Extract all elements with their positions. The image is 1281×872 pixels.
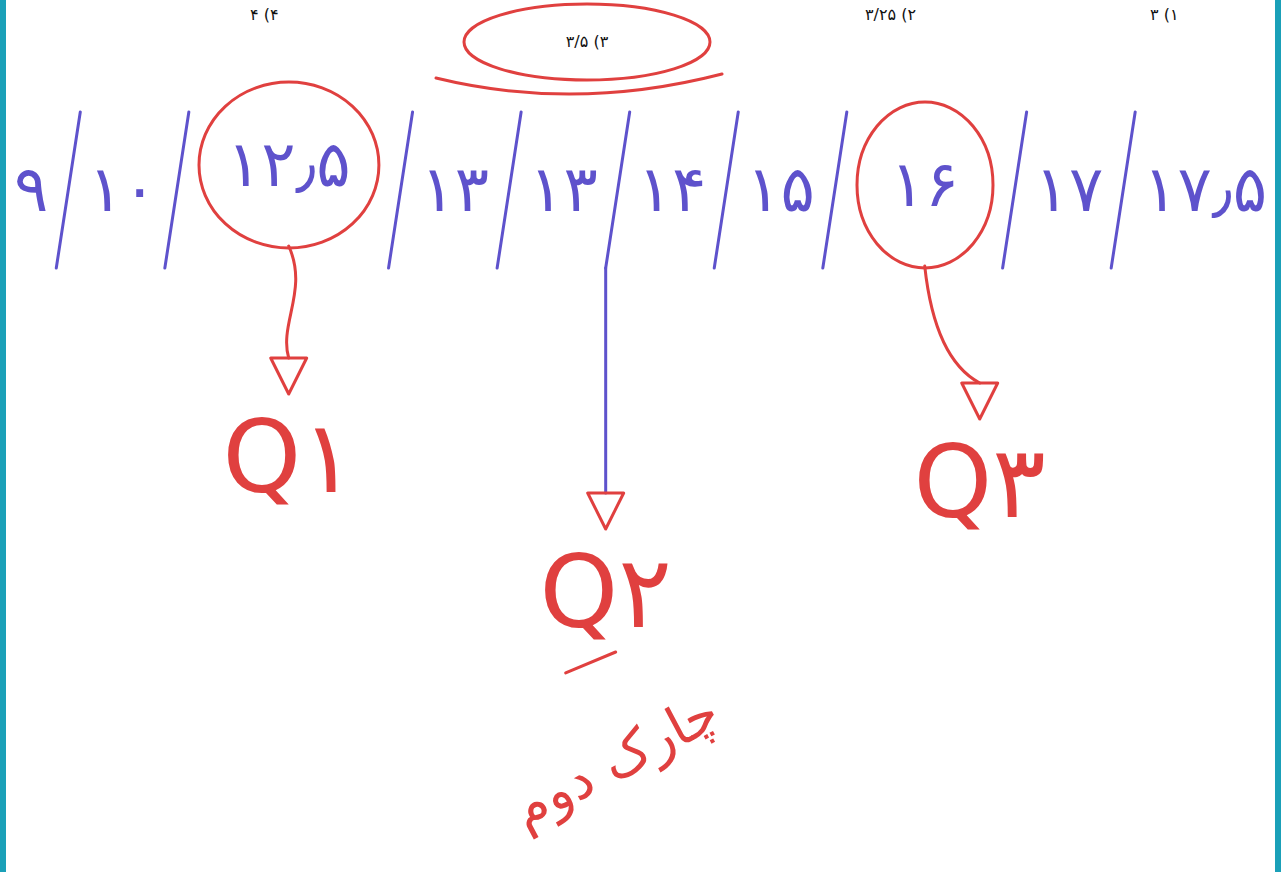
arrow-stroke: [925, 266, 980, 383]
data-value: ۱۳: [529, 153, 598, 227]
circle-stroke: [857, 102, 993, 268]
circled-value: ۱۶: [855, 100, 995, 270]
note-stroke: [566, 652, 616, 673]
separator-slash: [1003, 112, 1027, 268]
separator-slash: [714, 112, 738, 268]
node-text: ۳/۵ (۳: [566, 33, 609, 51]
arrow-head: [962, 383, 998, 419]
circle-stroke: [464, 4, 710, 80]
separator-slash: [497, 112, 521, 268]
option-text: ۳ (۱: [1150, 6, 1179, 24]
circle-stroke: [199, 82, 379, 248]
circled-value: ۱۲٫۵: [197, 80, 381, 250]
option-text: ۴ (۴: [250, 6, 279, 24]
frame-strip: [0, 0, 6, 872]
arrow-stroke: [287, 246, 296, 358]
data-value: ۱۰: [88, 153, 157, 227]
quartile-label: Q۱: [222, 400, 354, 515]
data-value: ۱۳: [420, 153, 489, 227]
option-text: ۳/۲۵ (۲: [865, 6, 916, 24]
separator-slash: [606, 112, 630, 268]
underline-stroke: [436, 74, 722, 94]
frame-strip: [1275, 0, 1281, 872]
data-value: ۱۷٫۵: [1143, 153, 1267, 227]
quartile-label: Q۳: [914, 425, 1046, 540]
node-text: ۱۶: [890, 148, 959, 222]
separator-slash: [823, 112, 847, 268]
separator-slash: [389, 112, 413, 268]
separator-slash: [1111, 112, 1135, 268]
circled-option: ۳/۵ (۳: [462, 2, 712, 82]
data-value: ۱۷: [1035, 153, 1104, 227]
data-value: ۱۵: [746, 153, 815, 227]
quartile-label: Q۲: [539, 535, 671, 650]
separator-slash: [56, 112, 80, 268]
data-value: ۱۴: [638, 153, 707, 227]
arrow-head: [271, 358, 307, 394]
separator-slash: [165, 112, 189, 268]
node-text: ۱۲٫۵: [227, 128, 351, 202]
data-value: ۹: [14, 153, 48, 227]
arrow-head: [588, 493, 624, 529]
note-text: چارک دوم: [502, 681, 730, 841]
arrow-stroke: [604, 268, 607, 493]
